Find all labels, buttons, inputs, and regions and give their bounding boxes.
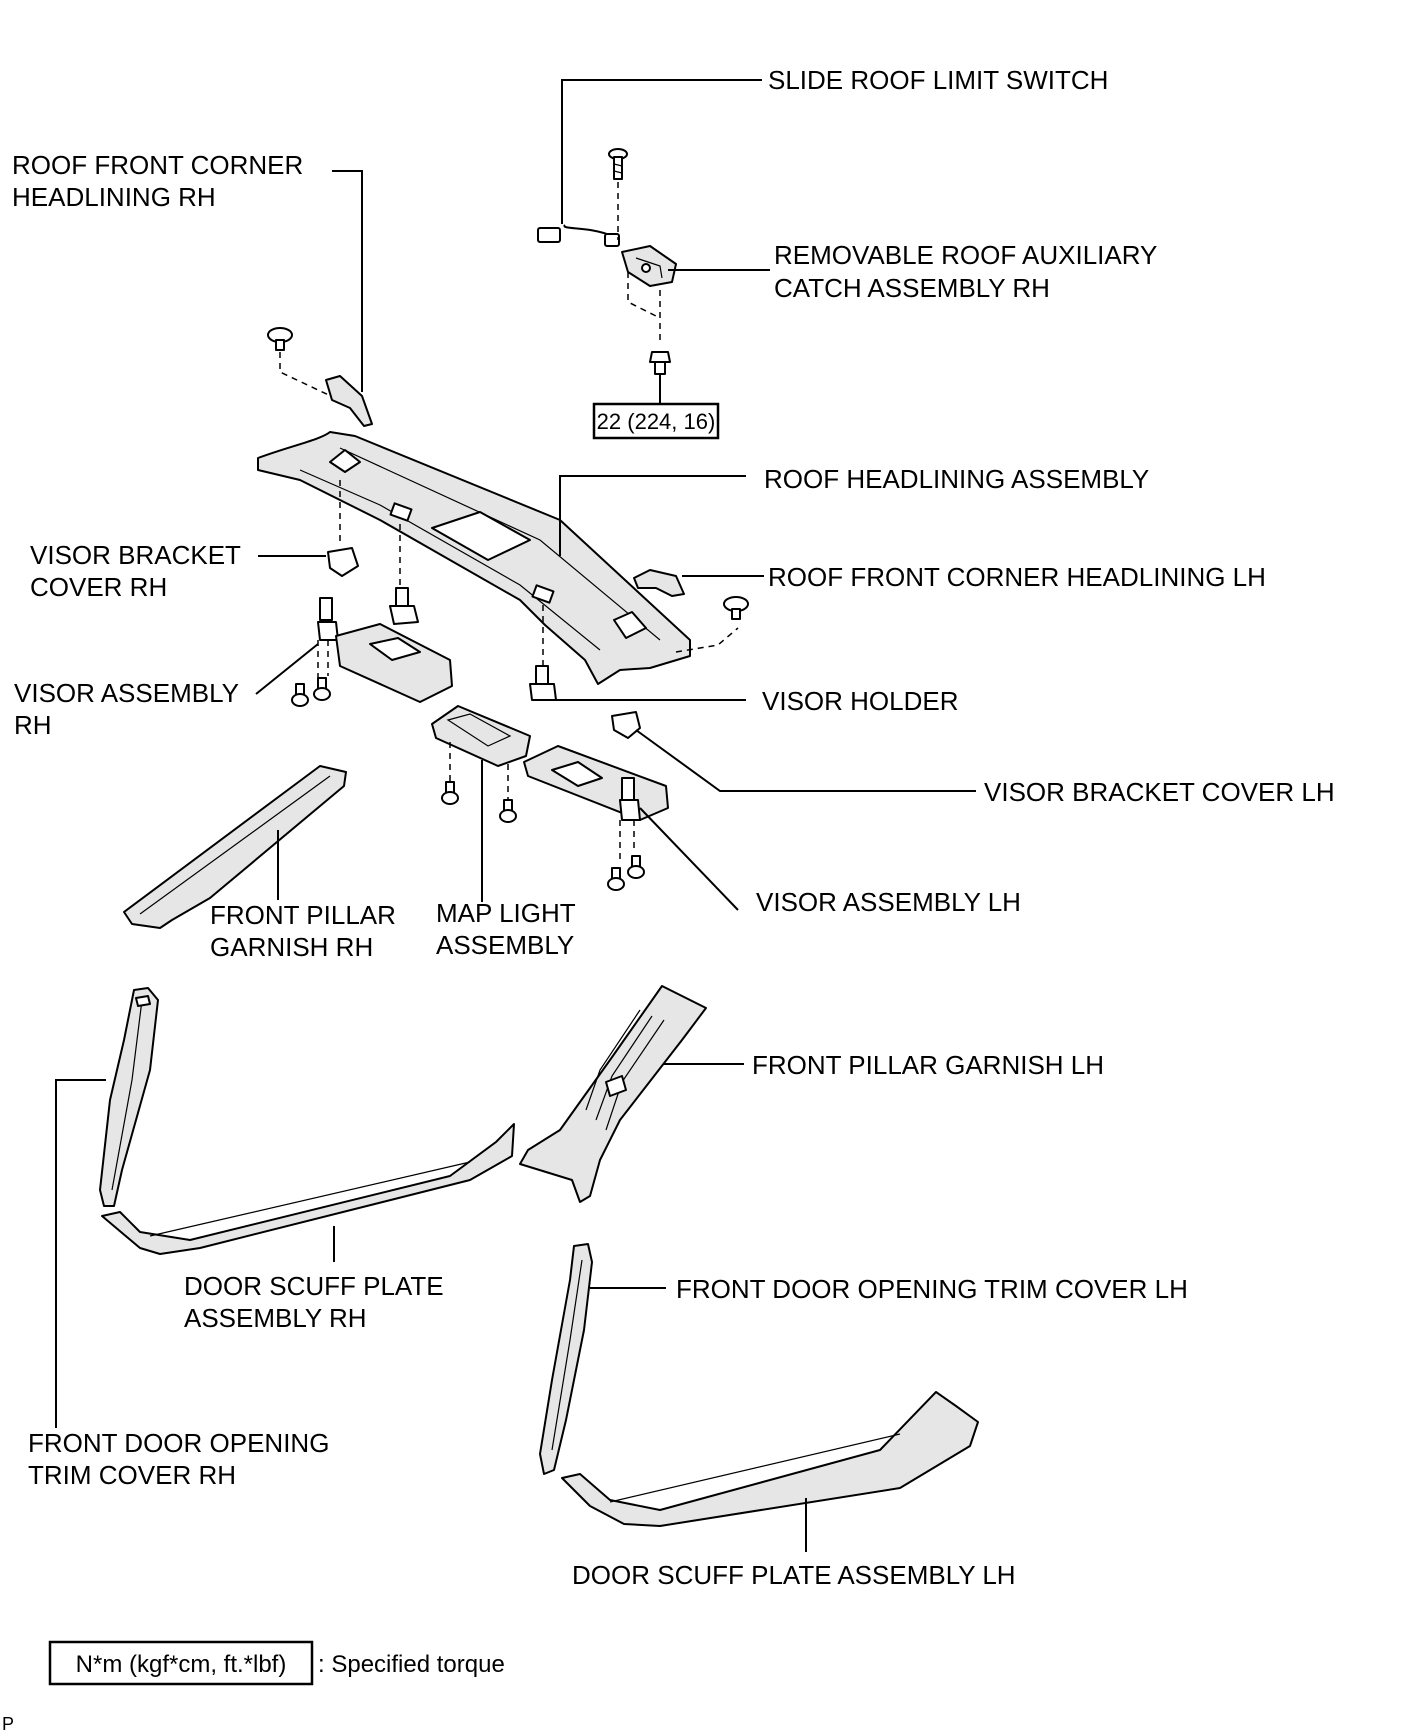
visor-bracket-cover-lh-part [611,711,641,739]
screw-icon-map-2 [499,799,517,823]
screw-icon-visor-rh-1 [291,683,309,707]
label-roof-headlining-assembly: ROOF HEADLINING ASSEMBLY [764,464,1149,494]
bolt-icon [608,148,628,180]
front-pillar-garnish-rh-part [123,765,347,929]
visor-assembly-lh-part [523,745,669,821]
visor-holder-part-rh [389,587,419,625]
label-removable-roof-aux-catch-line2: CATCH ASSEMBLY RH [774,273,1050,303]
roof-auxiliary-catch-part [621,245,677,287]
visor-bracket-cover-rh-part [327,547,359,577]
bolt-icon-lower [649,351,671,375]
door-scuff-plate-rh-part [101,1123,515,1255]
label-front-door-opening-trim-cover-rh-line1: FRONT DOOR OPENING [28,1428,329,1458]
front-pillar-garnish-lh-part [519,985,707,1203]
screw-icon-map-1 [441,781,459,805]
screw-icon-visor-lh-2 [627,855,645,879]
label-roof-front-corner-headlining-lh: ROOF FRONT CORNER HEADLINING LH [768,562,1266,592]
label-door-scuff-plate-rh-line1: DOOR SCUFF PLATE [184,1271,444,1301]
corner-mark: P [2,1714,14,1734]
label-front-door-opening-trim-cover-lh: FRONT DOOR OPENING TRIM COVER LH [676,1274,1188,1304]
front-door-opening-trim-cover-lh-part [539,1243,593,1475]
label-visor-assembly-lh: VISOR ASSEMBLY LH [756,887,1021,917]
door-scuff-plate-lh-part [561,1391,979,1527]
label-removable-roof-aux-catch-line1: REMOVABLE ROOF AUXILIARY [774,240,1157,270]
label-front-door-opening-trim-cover-rh-line2: TRIM COVER RH [28,1460,236,1490]
roof-headlining-assembly-part [257,431,691,685]
label-door-scuff-plate-rh-line2: ASSEMBLY RH [184,1303,367,1333]
label-front-pillar-garnish-lh: FRONT PILLAR GARNISH LH [752,1050,1104,1080]
label-door-scuff-plate-lh: DOOR SCUFF PLATE ASSEMBLY LH [572,1560,1016,1590]
roof-front-corner-headlining-rh-part [325,375,373,427]
label-roof-front-corner-headlining-rh-line1: ROOF FRONT CORNER [12,150,303,180]
map-light-assembly-part [431,705,531,767]
label-front-pillar-garnish-rh-line2: GARNISH RH [210,932,373,962]
roof-front-corner-headlining-lh-part [633,569,685,597]
label-visor-assembly-rh-line2: RH [14,710,52,740]
slide-roof-limit-switch-part [537,224,620,247]
clip-icon-right [723,596,749,620]
label-map-light-assembly-line2: ASSEMBLY [436,930,574,960]
legend-unit-text: N*m (kgf*cm, ft.*lbf) [76,1651,287,1678]
label-slide-roof-limit-switch: SLIDE ROOF LIMIT SWITCH [768,65,1108,95]
label-visor-bracket-cover-lh: VISOR BRACKET COVER LH [984,777,1335,807]
label-roof-front-corner-headlining-rh-line2: HEADLINING RH [12,182,216,212]
screw-icon-visor-rh-2 [313,677,331,701]
label-visor-assembly-rh-line1: VISOR ASSEMBLY [14,678,239,708]
label-map-light-assembly-line1: MAP LIGHT [436,898,576,928]
label-visor-holder: VISOR HOLDER [762,686,959,716]
label-front-pillar-garnish-rh-line1: FRONT PILLAR [210,900,396,930]
screw-icon-visor-lh-1 [607,867,625,891]
label-visor-bracket-cover-rh-line1: VISOR BRACKET [30,540,241,570]
legend-description: : Specified torque [318,1651,505,1678]
clip-icon-left [267,327,293,351]
legend-unit-box [48,1640,314,1686]
torque-spec-box [592,402,720,440]
visor-assembly-rh-part [317,597,453,703]
label-visor-bracket-cover-rh-line2: COVER RH [30,572,167,602]
front-door-opening-trim-cover-rh-part [99,987,159,1207]
visor-holder-part-lh [529,665,557,701]
torque-value: 22 (224, 16) [597,409,716,434]
